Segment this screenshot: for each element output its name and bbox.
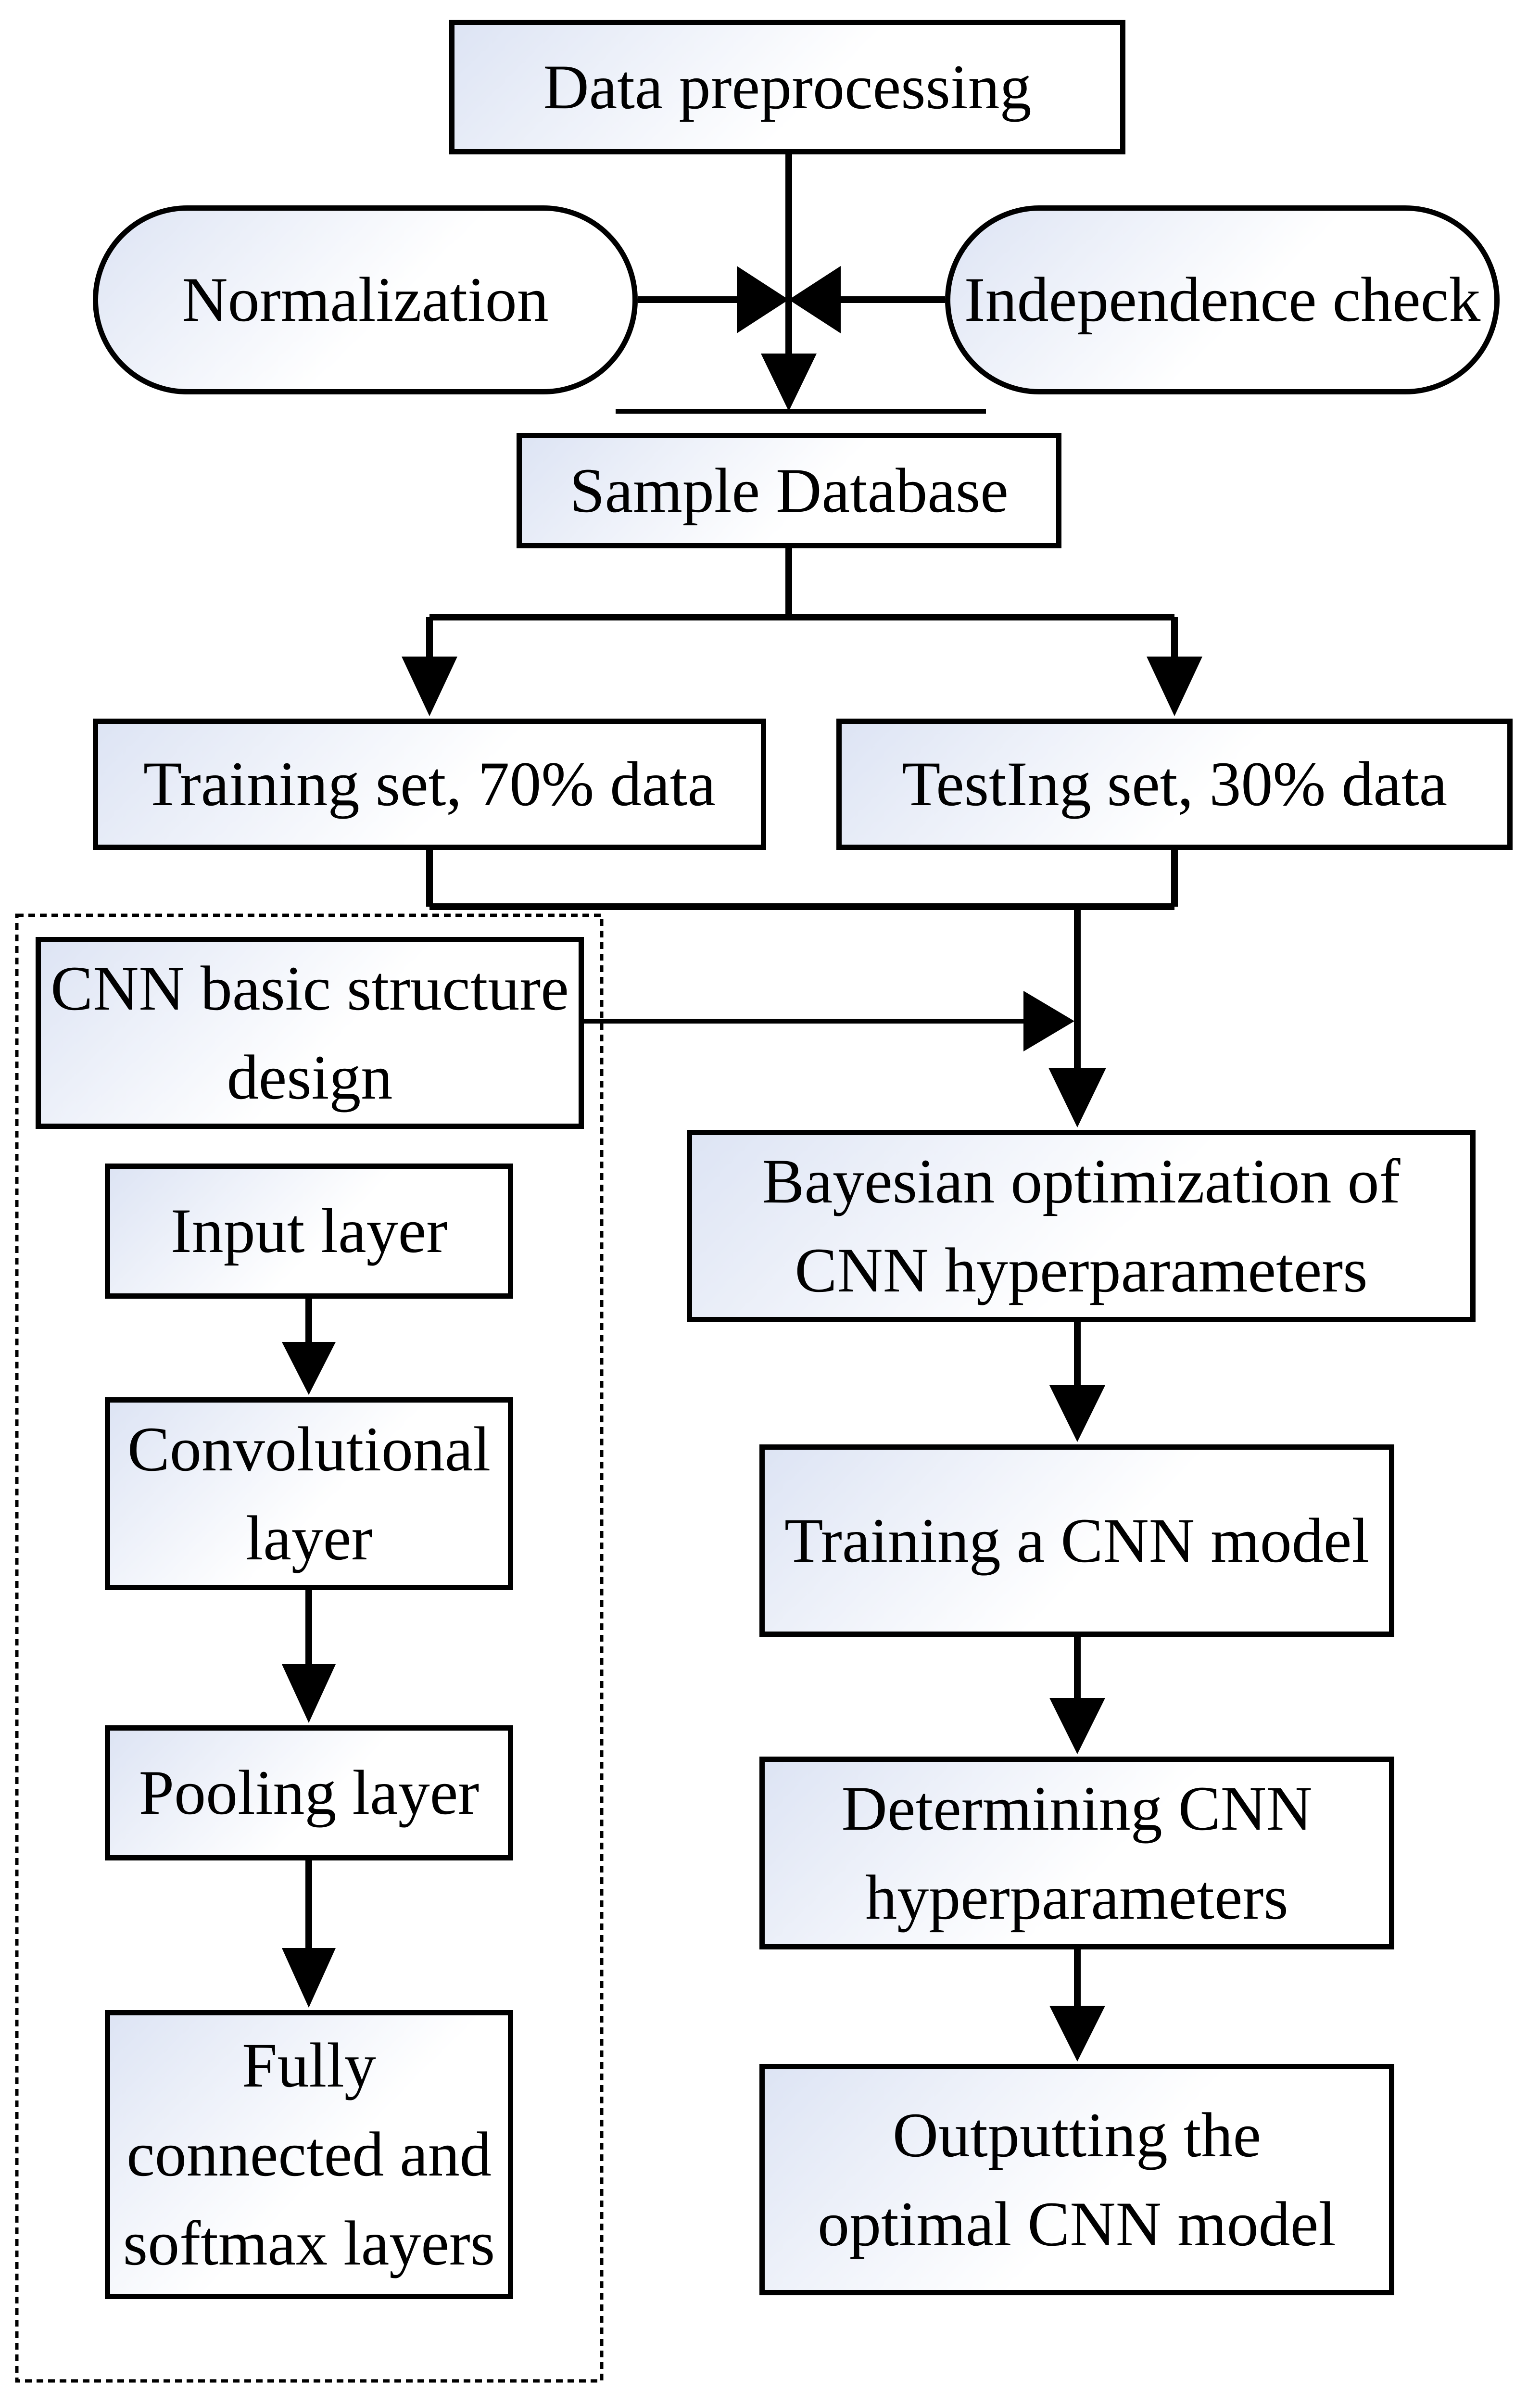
arrow-from-independence: [789, 266, 841, 333]
fully-connected-box: Fully connected and softmax layers: [105, 2010, 513, 2299]
testing-set-label: TestIng set, 30% data: [901, 748, 1448, 820]
outputting-model-label: Outputting the optimal CNN model: [818, 2099, 1336, 2259]
training-set-label: Training set, 70% data: [143, 748, 716, 820]
sample-database-label: Sample Database: [569, 455, 1009, 526]
arrow-to-sample-database: [761, 354, 817, 411]
arrow-to-training-model: [1049, 1385, 1105, 1442]
data-preprocessing-box: Data preprocessing: [449, 20, 1125, 154]
cnn-basic-structure-label: CNN basic structure design: [50, 952, 569, 1113]
outputting-model-box: Outputting the optimal CNN model: [759, 2064, 1394, 2295]
arrow-from-normalization: [737, 266, 789, 333]
bayesian-optimization-box: Bayesian optimization of CNN hyperparame…: [687, 1130, 1476, 1322]
input-layer-label: Input layer: [170, 1195, 448, 1266]
arrow-to-bayesian: [1048, 1068, 1106, 1127]
arrow-to-convolutional-layer: [282, 1342, 336, 1395]
input-layer-box: Input layer: [105, 1164, 513, 1299]
normalization-label: Normalization: [182, 264, 549, 335]
arrow-to-testing-set: [1147, 657, 1202, 716]
training-set-box: Training set, 70% data: [93, 719, 766, 850]
convolutional-layer-label: Convolutional layer: [127, 1413, 491, 1573]
pooling-layer-box: Pooling layer: [105, 1725, 513, 1860]
testing-set-box: TestIng set, 30% data: [836, 719, 1513, 850]
arrow-to-determining: [1049, 1698, 1105, 1754]
determining-hyperparameters-label: Determining CNN hyperparameters: [841, 1772, 1313, 1933]
cnn-basic-structure-box: CNN basic structure design: [36, 937, 584, 1129]
bayesian-optimization-label: Bayesian optimization of CNN hyperparame…: [762, 1146, 1401, 1305]
training-model-box: Training a CNN model: [759, 1444, 1394, 1637]
sample-database-box: Sample Database: [517, 433, 1061, 548]
independence-check-label: Independence check: [964, 264, 1481, 335]
arrow-to-training-set: [402, 657, 457, 716]
cnn-structure-group-border: [15, 913, 604, 2383]
independence-check-box: Independence check: [945, 205, 1500, 394]
arrow-to-pooling-layer: [282, 1664, 336, 1723]
training-model-label: Training a CNN model: [784, 1505, 1370, 1576]
determining-hyperparameters-box: Determining CNN hyperparameters: [759, 1757, 1394, 1949]
arrow-to-fully-connected: [282, 1948, 336, 2008]
arrow-from-cnn-structure: [1023, 991, 1074, 1051]
arrow-to-outputting: [1049, 2006, 1105, 2062]
data-preprocessing-label: Data preprocessing: [543, 51, 1032, 122]
pooling-layer-label: Pooling layer: [139, 1757, 480, 1828]
convolutional-layer-box: Convolutional layer: [105, 1397, 513, 1590]
normalization-box: Normalization: [93, 205, 638, 394]
fully-connected-label: Fully connected and softmax layers: [123, 2030, 495, 2278]
